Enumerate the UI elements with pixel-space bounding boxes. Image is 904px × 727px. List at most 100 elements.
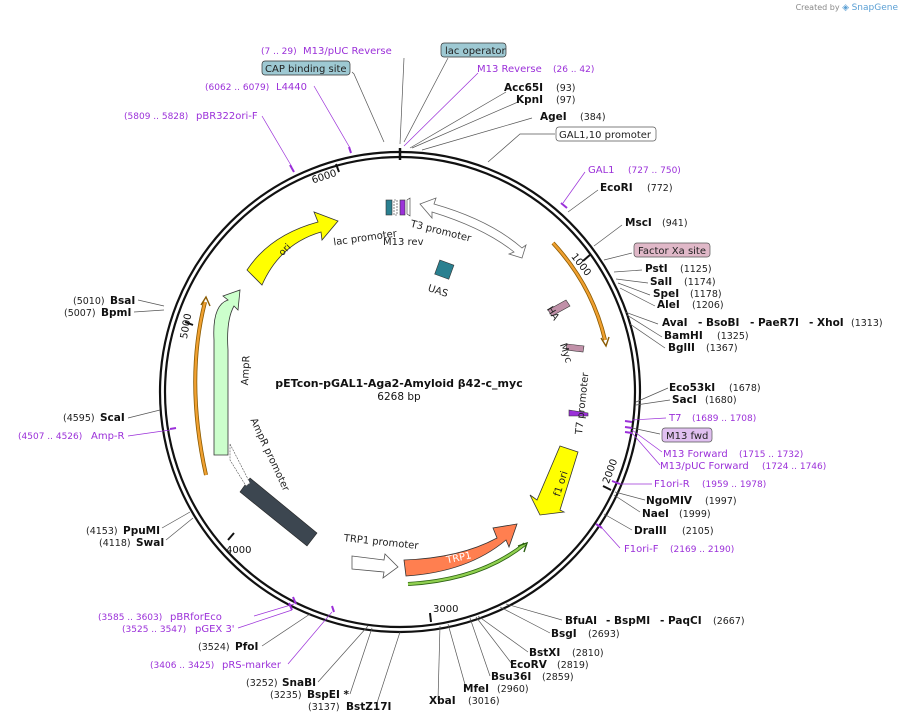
m13puc-forward-name[interactable]: M13/pUC Forward [660,461,749,472]
snapgene-watermark: Created by ◈ SnapGene [796,3,898,13]
trp1-feature[interactable] [403,523,518,577]
snabi-pos: (3252) [246,678,278,689]
ha-tag[interactable] [547,299,571,317]
scai-name[interactable]: ScaI [100,412,125,424]
bfuai-group-pos: (2667) [713,616,745,627]
ori-feature[interactable] [246,211,339,286]
m13-fwd-box[interactable] [661,427,713,443]
naei-name[interactable]: NaeI [642,508,669,520]
cap-binding-site-box[interactable] [261,60,351,76]
mfei-name[interactable]: MfeI [463,683,489,695]
paer7i-name[interactable]: - PaeR7I [750,317,799,329]
psti-name[interactable]: PstI [645,263,668,275]
ppumi-pos: (4153) [86,526,118,537]
kpni-name[interactable]: KpnI [516,94,543,106]
ampr-promoter-arrow[interactable] [229,443,251,487]
amp-r-name[interactable]: Amp-R [91,431,125,442]
leader-bstz17i [375,631,401,707]
t3-promoter-mark [406,197,411,217]
f1ori-f-name[interactable]: F1ori-F [624,544,659,555]
scai-pos: (4595) [63,413,95,424]
trp1-promoter-arrow[interactable] [351,553,399,579]
bspei-name[interactable]: BspEI * [307,689,350,701]
m13-reverse-name[interactable]: M13 Reverse [477,64,542,75]
prs-marker-name[interactable]: pRS-marker [222,660,282,671]
f1ori-r-name[interactable]: F1ori-R [654,479,690,490]
saci-name[interactable]: SacI [672,394,697,406]
sali-name[interactable]: SalI [650,276,672,288]
cen-ars-feature[interactable] [239,477,318,547]
bglii-name[interactable]: BglII [668,342,695,354]
m13puc-forward-range: (1724 .. 1746) [762,462,826,472]
pbr322ori-f-range: (5809 .. 5828) [124,112,188,122]
t7-m13-marks [624,420,633,434]
leader-lac-operator [403,57,449,143]
myc-tag[interactable] [565,343,585,353]
alei-name[interactable]: AleI [657,299,680,311]
m13puc-rev-name[interactable]: M13/pUC Reverse [303,46,392,57]
pbrforeco-name[interactable]: pBRforEco [170,612,222,623]
avai-name[interactable]: AvaI [662,317,688,329]
bsai-name[interactable]: BsaI [110,295,135,307]
avai-group-pos: (1313) [851,318,883,329]
bfuai-name[interactable]: BfuAI [565,615,597,627]
tick-4000 [227,532,235,541]
leader-m13puc-rev [399,57,405,145]
paqci-name[interactable]: - PaqCI [660,615,702,627]
bsgi-pos: (2693) [588,629,620,640]
factor-xa-site-box[interactable] [633,242,711,258]
bspmi-name[interactable]: - BspMI [606,615,650,627]
l4440-name[interactable]: L4440 [276,82,307,93]
snabi-name[interactable]: SnaBI [282,677,316,689]
tick-6000 [335,163,340,173]
xbai-name[interactable]: XbaI [429,695,456,707]
uas-feature[interactable] [434,259,455,280]
ppumi-name[interactable]: PpuMI [123,525,160,537]
t7-name[interactable]: T7 [668,413,681,424]
eco53ki-name[interactable]: Eco53kI [669,382,715,394]
leader-amp-r [127,429,171,437]
bsgi-name[interactable]: BsgI [551,628,577,640]
green-primer-arc [407,543,526,586]
agei-name[interactable]: AgeI [540,111,567,123]
bstz17i-name[interactable]: BstZ17I [346,701,391,713]
bglii-pos: (1367) [706,343,738,354]
ngomiv-name[interactable]: NgoMIV [646,495,693,507]
f1-ori-feature[interactable] [529,445,579,516]
m13-forward-name[interactable]: M13 Forward [663,449,728,460]
pfoi-name[interactable]: PfoI [235,641,258,653]
pbr322ori-f-name[interactable]: pBR322ori-F [196,111,258,122]
bstxi-name[interactable]: BstXI [529,647,560,659]
msci-name[interactable]: MscI [625,217,652,229]
spei-pos: (1178) [690,289,722,300]
lac-operator-box[interactable] [440,42,507,58]
leader-m13-reverse [403,72,479,147]
ampr-feature[interactable] [213,289,241,456]
gal1-name[interactable]: GAL1 [588,165,615,176]
tick-5000 [184,321,194,326]
spei-name[interactable]: SpeI [653,288,679,300]
leader-pgex3 [237,609,293,629]
orange-primer-arc-left [194,301,208,476]
kpni-pos: (97) [556,95,576,106]
acc65i-name[interactable]: Acc65I [504,82,543,94]
amp-r-range: (4507 .. 4526) [18,432,82,442]
gal110-promoter-box[interactable] [555,126,657,142]
ecori-name[interactable]: EcoRI [600,182,633,194]
leader-pfoi [261,613,311,647]
pbrforeco-pgex-marks [288,596,297,611]
xhoi-name[interactable]: - XhoI [809,317,844,329]
bsu36i-name[interactable]: Bsu36I [491,671,531,683]
leader-sali [615,278,649,284]
pgex3-name[interactable]: pGEX 3' [195,624,235,635]
bsobi-name[interactable]: - BsoBI [698,317,739,329]
gal110-promoter-text: GAL1,10 promoter [559,130,652,141]
draiii-name[interactable]: DraIII [634,525,667,537]
swai-name[interactable]: SwaI [136,537,164,549]
bamhi-name[interactable]: BamHI [664,330,703,342]
leader-alei [619,287,656,307]
t3-lac-promoter-arrow[interactable] [419,197,527,259]
bpmi-name[interactable]: BpmI [101,307,131,319]
ecorv-name[interactable]: EcoRV [510,659,548,671]
